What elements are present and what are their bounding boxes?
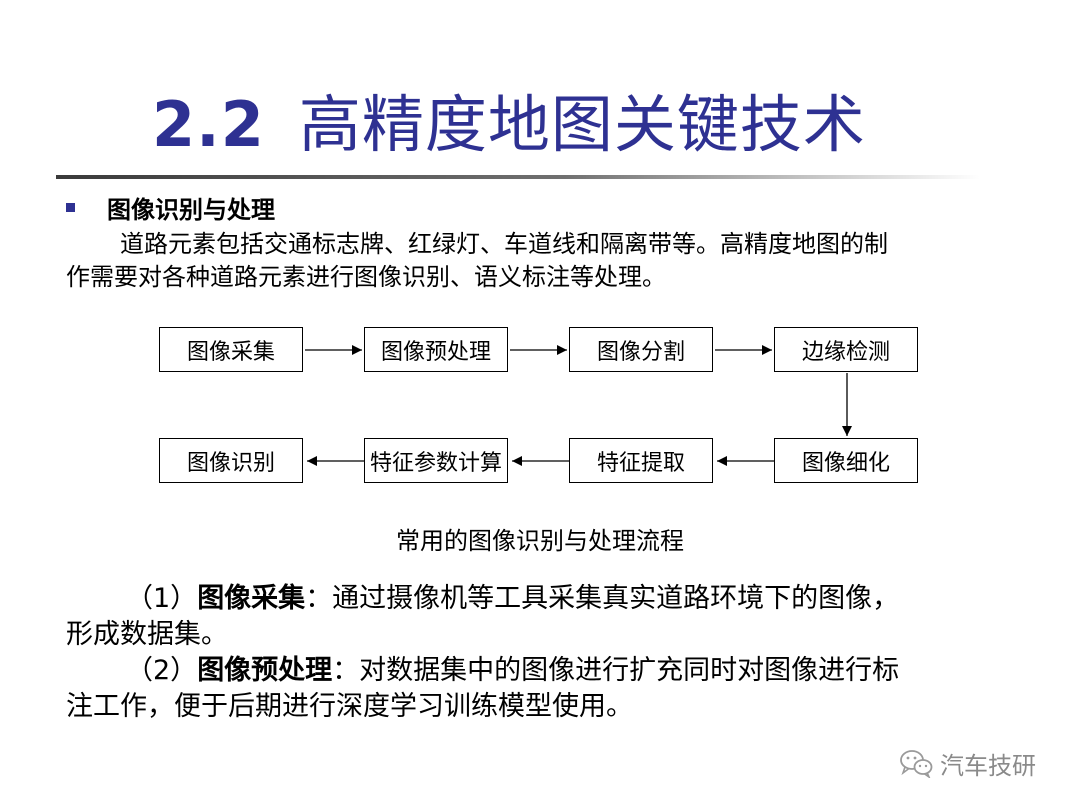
intro-paragraph: 道路元素包括交通标志牌、红绿灯、车道线和隔离带等。高精度地图的制 作需要对各种道… (66, 228, 996, 294)
item-2: （2）图像预处理：对数据集中的图像进行扩充同时对图像进行标 注工作，便于后期进行… (66, 653, 1006, 725)
item-1: （1）图像采集：通过摄像机等工具采集真实道路环境下的图像， 形成数据集。 (66, 581, 1006, 653)
item-2-prefix: （2） (126, 655, 198, 686)
title-text: 高精度地图关键技术 (298, 88, 866, 161)
item-2-body-line-1: ：对数据集中的图像进行扩充同时对图像进行标 (332, 655, 900, 686)
title-divider (56, 175, 980, 179)
title-number: 2.2 (152, 88, 265, 161)
section-heading: 图像识别与处理 (107, 196, 275, 224)
item-2-term: 图像预处理 (197, 655, 333, 686)
item-1-body-line-1: ：通过摄像机等工具采集真实道路环境下的图像， (305, 583, 900, 614)
intro-line-2: 作需要对各种道路元素进行图像识别、语义标注等处理。 (66, 263, 666, 291)
item-1-term: 图像采集 (197, 583, 306, 614)
item-2-body-line-2: 注工作，便于后期进行深度学习训练模型使用。 (66, 691, 633, 722)
intro-line-1: 道路元素包括交通标志牌、红绿灯、车道线和隔离带等。高精度地图的制 (120, 230, 888, 258)
flow-step-3: 图像分割 (569, 327, 713, 372)
flow-step-5: 图像细化 (774, 438, 918, 483)
flow-step-7: 特征参数计算 (364, 438, 508, 483)
flow-caption: 常用的图像识别与处理流程 (396, 527, 684, 555)
flow-step-4: 边缘检测 (774, 327, 918, 372)
wechat-icon (900, 750, 933, 778)
watermark-text: 汽车技研 (940, 751, 1036, 780)
item-1-prefix: （1） (126, 583, 198, 614)
flow-step-1: 图像采集 (159, 327, 303, 372)
flow-step-2: 图像预处理 (364, 327, 508, 372)
bullet-square-icon (66, 203, 75, 212)
flow-step-8: 图像识别 (159, 438, 303, 483)
watermark: 汽车技研 (898, 746, 1036, 780)
flow-step-6: 特征提取 (569, 438, 713, 483)
slide-title: 2.2 高精度地图关键技术 (152, 74, 866, 164)
item-1-body-line-2: 形成数据集。 (66, 619, 228, 650)
